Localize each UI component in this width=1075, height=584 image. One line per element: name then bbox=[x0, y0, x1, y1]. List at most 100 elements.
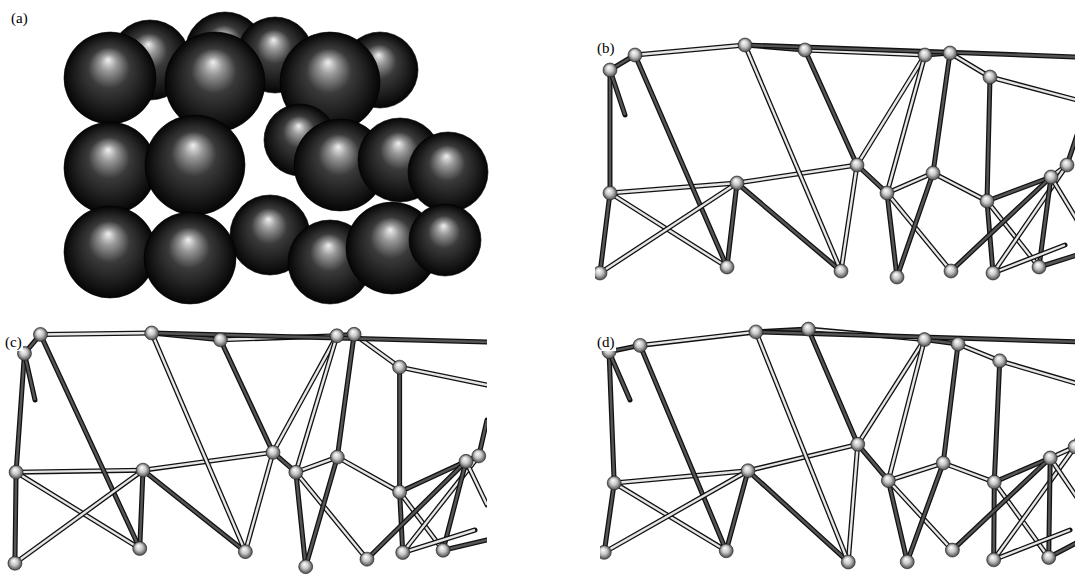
atom-ball bbox=[607, 476, 621, 490]
atom-ball bbox=[393, 360, 407, 374]
atom-ball bbox=[983, 70, 997, 84]
bond-stick bbox=[15, 470, 143, 563]
bond-stick bbox=[367, 461, 466, 559]
bond-stick bbox=[609, 352, 614, 483]
bond-stick bbox=[604, 471, 748, 553]
bond-stick bbox=[994, 447, 1075, 560]
atom-ball bbox=[360, 552, 374, 566]
bond-stick bbox=[756, 332, 848, 562]
atom-ball bbox=[213, 333, 227, 347]
bond-stick bbox=[245, 452, 273, 551]
atom-ball bbox=[133, 541, 147, 555]
bond-stick bbox=[727, 183, 737, 267]
bond-stick bbox=[1000, 361, 1075, 385]
atom-sphere bbox=[64, 122, 156, 214]
atom-ball bbox=[798, 43, 812, 57]
atom-ball bbox=[719, 544, 733, 558]
atom-ball bbox=[603, 63, 617, 77]
atom-ball bbox=[1042, 550, 1056, 564]
panel-label: (a) bbox=[10, 10, 29, 27]
bond-stick bbox=[403, 456, 479, 553]
atom-ball bbox=[943, 46, 957, 60]
bond-stick bbox=[1050, 458, 1075, 505]
atom-ball bbox=[8, 556, 22, 570]
atom-ball bbox=[1032, 260, 1046, 274]
bond-stick bbox=[16, 470, 143, 472]
bond-stick bbox=[993, 482, 995, 560]
bond-stick bbox=[994, 361, 999, 482]
atom-ball bbox=[1043, 451, 1057, 465]
atom-sphere bbox=[144, 212, 236, 304]
atom-ball bbox=[472, 449, 486, 463]
atom-ball bbox=[720, 260, 734, 274]
atom-ball bbox=[330, 450, 344, 464]
bond-stick bbox=[15, 472, 16, 563]
bond-stick bbox=[745, 45, 841, 271]
bond-stick bbox=[1049, 458, 1051, 557]
atom-ball bbox=[926, 166, 940, 180]
panel-label: (d) bbox=[596, 334, 616, 351]
atom-ball bbox=[393, 485, 407, 499]
bond-stick bbox=[993, 245, 1065, 273]
bond-stick bbox=[610, 70, 611, 193]
atom-ball bbox=[881, 474, 895, 488]
bond-stick bbox=[933, 53, 950, 173]
bond-stick bbox=[888, 481, 952, 550]
bond-stick bbox=[306, 457, 338, 567]
atom-ball bbox=[266, 445, 280, 459]
bond-stick bbox=[993, 165, 1067, 273]
atom-sphere bbox=[409, 204, 481, 276]
bond-stick bbox=[858, 340, 925, 445]
atom-ball bbox=[993, 354, 1007, 368]
atom-ball bbox=[918, 48, 932, 62]
atom-ball bbox=[628, 48, 642, 62]
atom-ball bbox=[396, 546, 410, 560]
bond-stick bbox=[887, 55, 925, 193]
bond-stick bbox=[897, 173, 933, 277]
atom-ball bbox=[986, 266, 1000, 280]
panel-label: (b) bbox=[596, 40, 616, 57]
bond-stick bbox=[640, 345, 726, 550]
atom-ball bbox=[238, 545, 252, 559]
bond-stick bbox=[40, 334, 139, 548]
bond-stick bbox=[337, 334, 354, 457]
bond-stick bbox=[907, 463, 943, 562]
bond-stick bbox=[152, 333, 246, 552]
atom-ball bbox=[980, 194, 994, 208]
space-filling-model bbox=[64, 12, 488, 304]
atom-ball bbox=[951, 337, 965, 351]
bond-stick bbox=[220, 340, 273, 453]
atom-ball bbox=[330, 329, 344, 343]
atom-sphere bbox=[64, 206, 156, 298]
atom-ball bbox=[834, 264, 848, 278]
atom-ball bbox=[9, 465, 23, 479]
bond-stick bbox=[994, 458, 1050, 482]
bond-stick bbox=[609, 352, 630, 400]
bond-stick bbox=[808, 329, 857, 444]
bond-stick bbox=[16, 353, 24, 472]
bond-stick bbox=[745, 45, 1075, 57]
atom-ball bbox=[289, 465, 303, 479]
bond-stick bbox=[399, 367, 400, 492]
atom-ball bbox=[900, 555, 914, 569]
atom-ball bbox=[730, 176, 744, 190]
ball-and-stick-model bbox=[8, 326, 487, 574]
bond-stick bbox=[635, 55, 727, 267]
bond-stick bbox=[857, 55, 925, 165]
atom-ball bbox=[741, 464, 755, 478]
atom-ball bbox=[1060, 158, 1074, 172]
atom-ball bbox=[595, 266, 607, 280]
bond-stick bbox=[737, 183, 841, 271]
atom-ball bbox=[1044, 170, 1058, 184]
atom-ball bbox=[850, 158, 864, 172]
bond-stick bbox=[640, 332, 756, 345]
atom-ball bbox=[851, 437, 865, 451]
atom-ball bbox=[987, 475, 1001, 489]
bond-stick bbox=[600, 183, 737, 273]
atom-ball bbox=[944, 264, 958, 278]
atom-ball bbox=[633, 338, 647, 352]
atom-ball bbox=[603, 186, 617, 200]
bond-stick bbox=[887, 193, 951, 271]
atom-ball bbox=[749, 325, 763, 339]
